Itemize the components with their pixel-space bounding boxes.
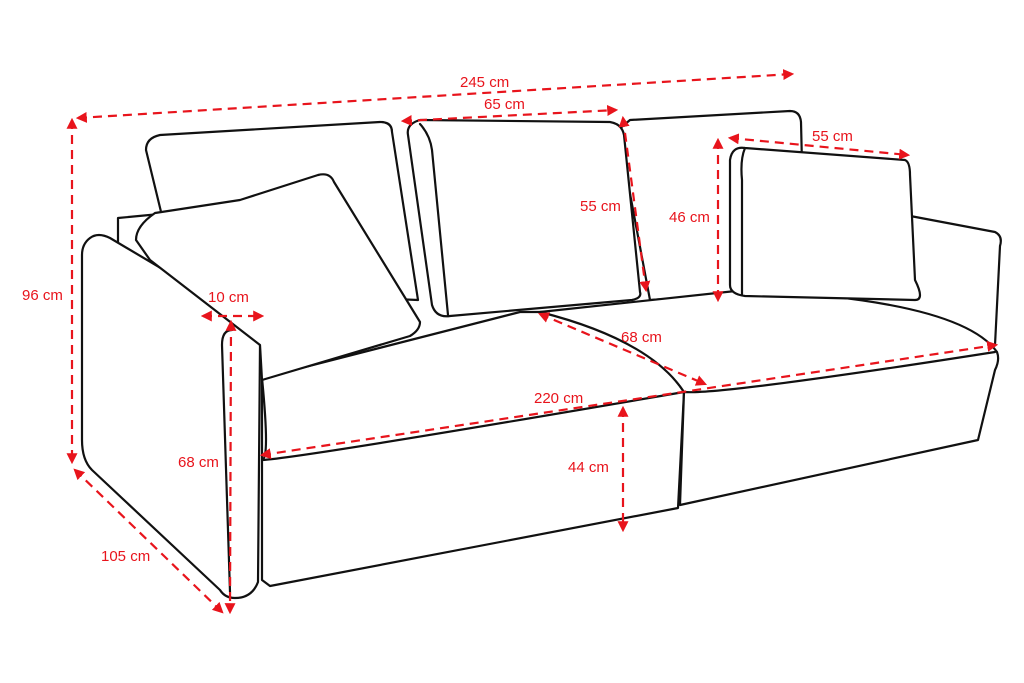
back-cushion-height-label: 55 cm (580, 198, 621, 215)
total-height-label: 96 cm (22, 287, 63, 304)
total-width-label: 245 cm (460, 74, 510, 91)
throw-pillow-right (728, 146, 922, 302)
pillow-width-label: 55 cm (812, 128, 853, 145)
pillow-height-label: 46 cm (669, 209, 710, 226)
seat-height-label: 44 cm (568, 459, 609, 476)
throw-pillow-left (134, 173, 422, 382)
total-depth-label: 105 cm (101, 548, 151, 565)
back-cushion-middle (406, 118, 642, 318)
seat-depth-label: 68 cm (621, 329, 662, 346)
arm-width-label: 10 cm (208, 289, 249, 306)
back-cushion-width-label: 65 cm (484, 96, 525, 113)
seat-width-label: 220 cm (534, 390, 584, 407)
arm-height-label: 68 cm (178, 454, 219, 471)
dimension-arrows (66, 69, 999, 615)
sofa-outline (80, 109, 1002, 600)
